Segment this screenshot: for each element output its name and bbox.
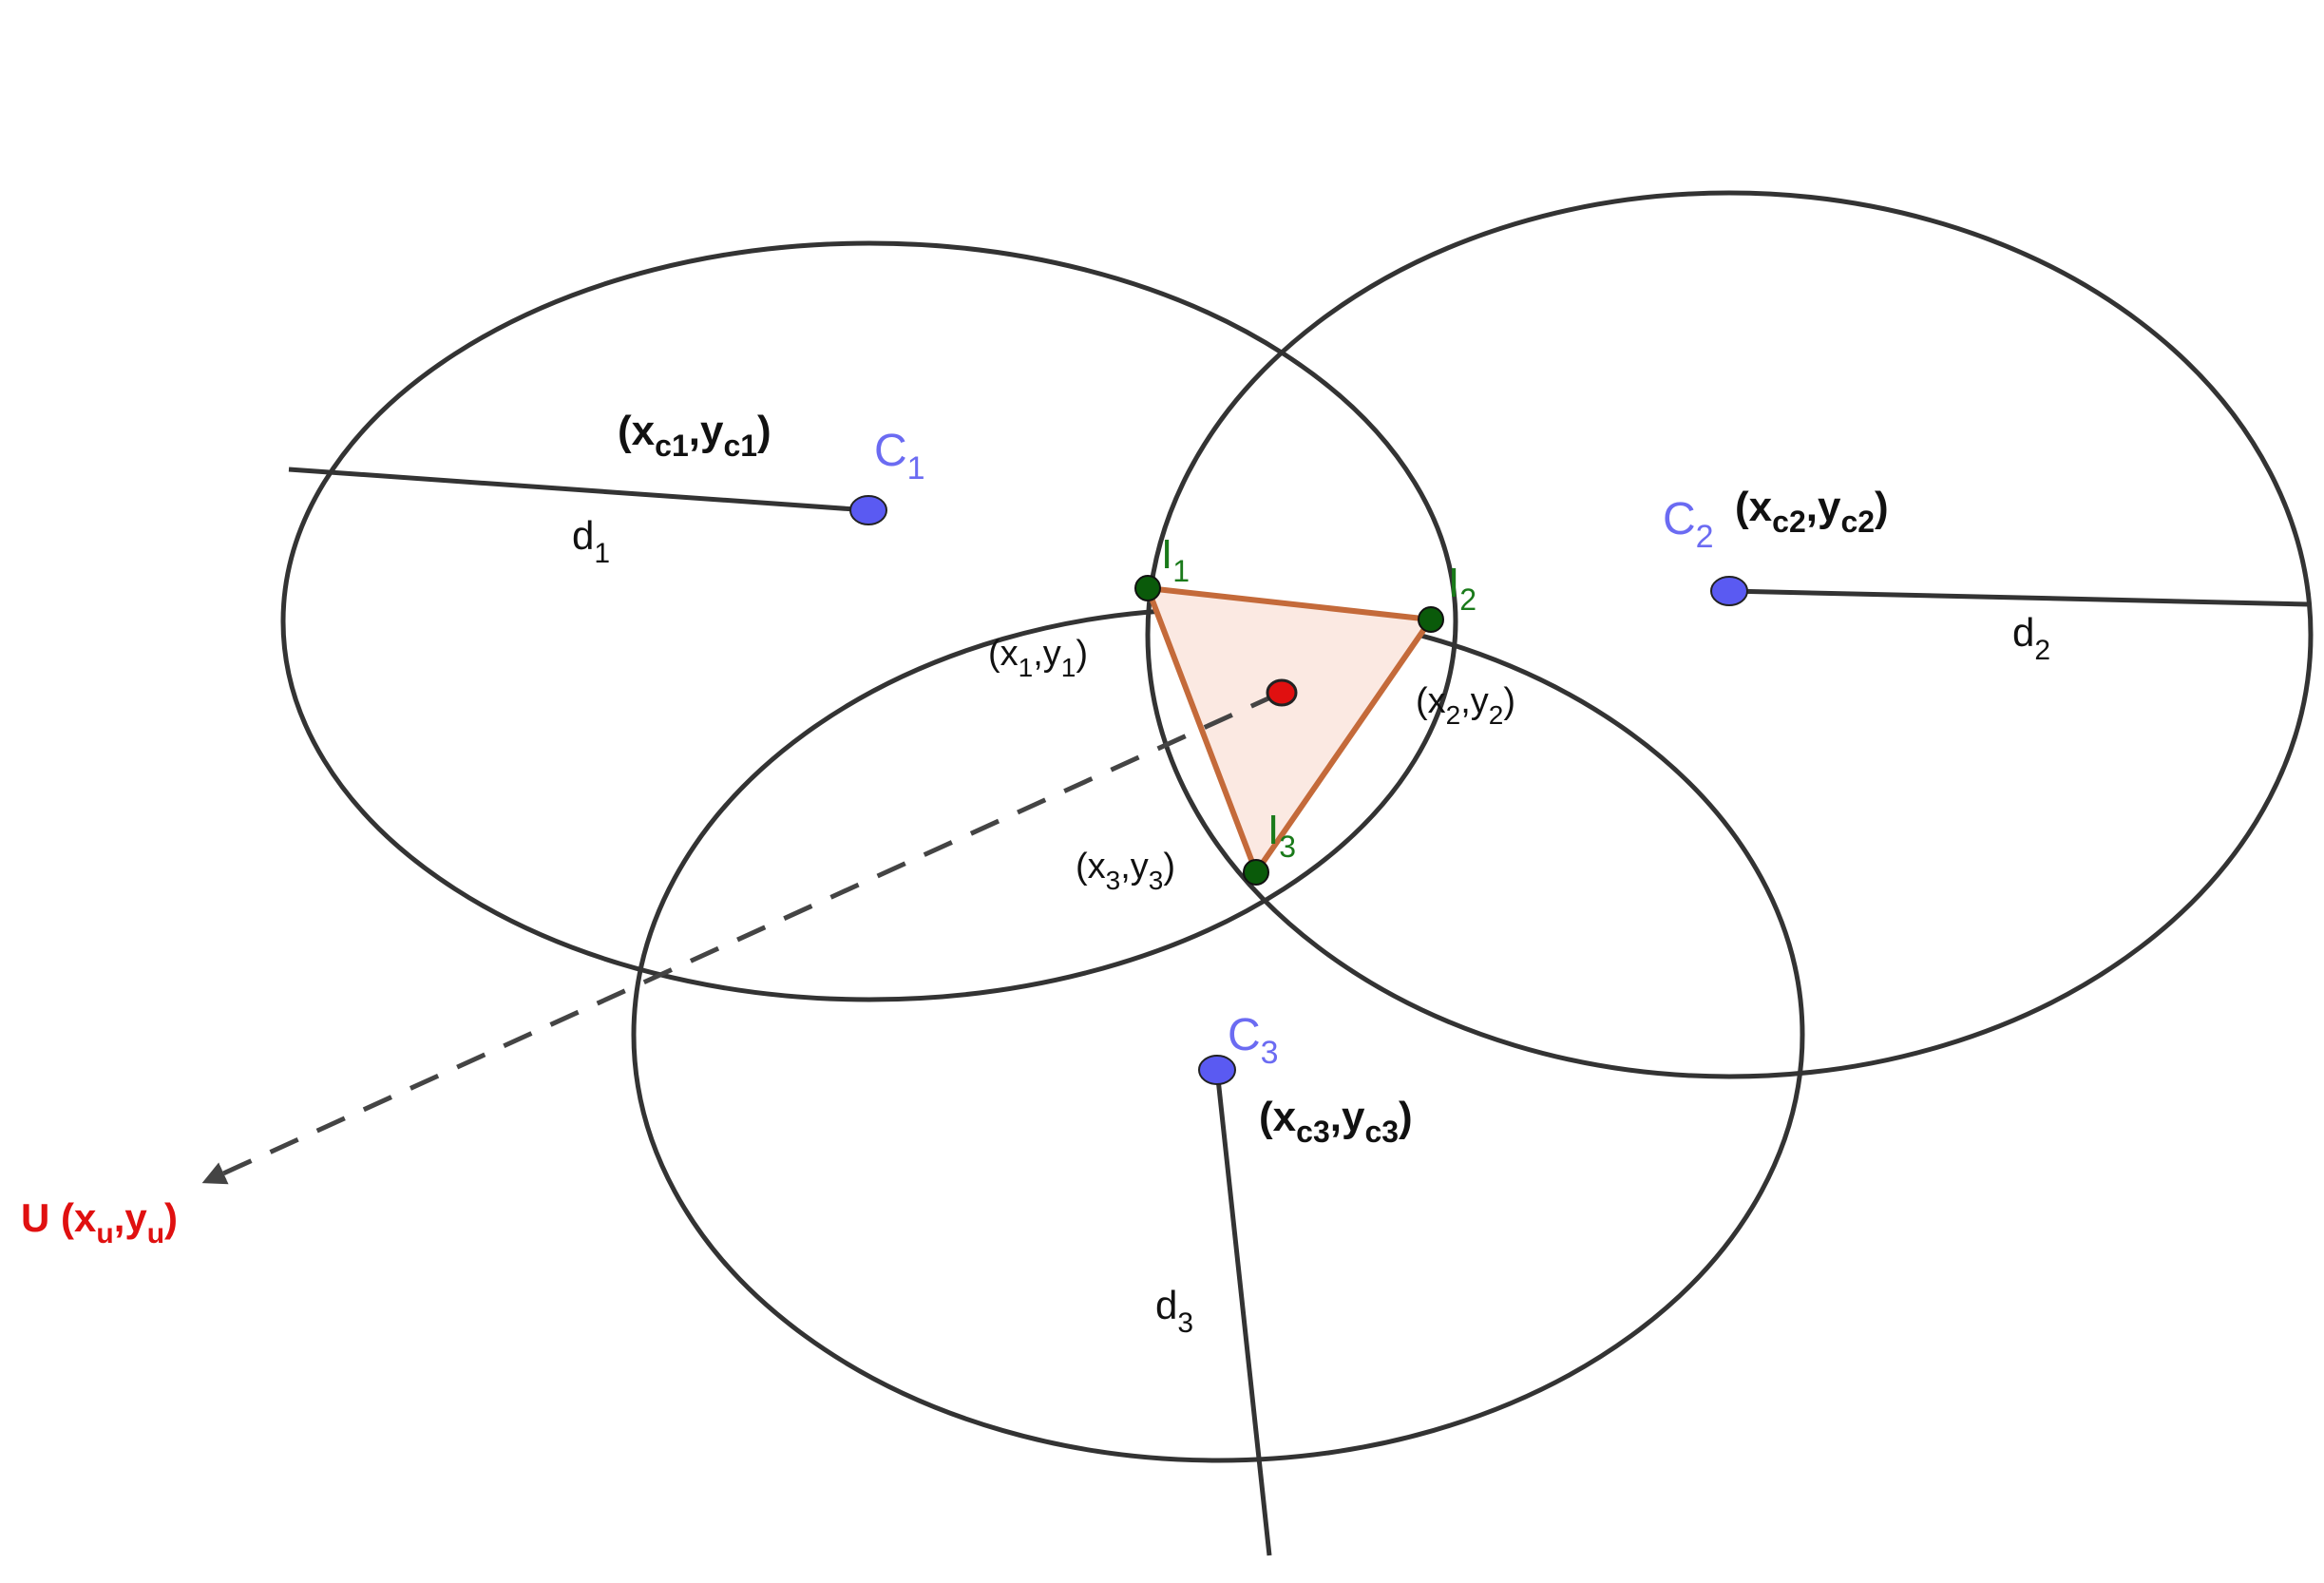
center-coord-c3: (xc3,yc3) xyxy=(1259,1094,1413,1149)
intersection-coord-i1: (x1,y1) xyxy=(988,634,1088,682)
center-label-c1: C1 xyxy=(874,426,925,486)
intersection-coord-i3: (x3,y3) xyxy=(1076,847,1175,895)
radius-label-d2: d2 xyxy=(2012,610,2050,666)
center-point-c1 xyxy=(849,495,887,525)
circle-2 xyxy=(1145,190,2314,1079)
radius-label-d3: d3 xyxy=(1155,1283,1193,1339)
intersection-label-i1: I1 xyxy=(1161,531,1190,588)
radius-line-d1 xyxy=(288,467,869,513)
circle-1 xyxy=(280,240,1458,1002)
center-point-c3 xyxy=(1198,1055,1236,1085)
intersection-label-i3: I3 xyxy=(1267,807,1296,864)
radius-label-d1: d1 xyxy=(572,513,610,569)
intersection-point-i3 xyxy=(1243,859,1269,886)
intersection-label-i2: I2 xyxy=(1448,560,1476,617)
radius-line-d2 xyxy=(1728,588,2310,607)
intersection-point-i2 xyxy=(1418,606,1444,633)
center-label-c2: C2 xyxy=(1663,494,1714,555)
estimated-position-point xyxy=(1266,678,1298,707)
radius-line-d3 xyxy=(1214,1069,1272,1556)
intersection-point-i1 xyxy=(1134,575,1161,601)
center-coord-c1: (xc1,yc1) xyxy=(618,408,771,463)
center-label-c3: C3 xyxy=(1228,1010,1279,1071)
center-point-c2 xyxy=(1710,576,1748,606)
user-position-label: U (xu,yu) xyxy=(21,1195,178,1249)
dashed-arrow-to-user xyxy=(201,691,1281,1185)
intersection-coord-i2: (x2,y2) xyxy=(1416,681,1515,730)
intersection-triangle xyxy=(1145,585,1434,875)
center-coord-c2: (xc2,yc2) xyxy=(1735,484,1889,539)
